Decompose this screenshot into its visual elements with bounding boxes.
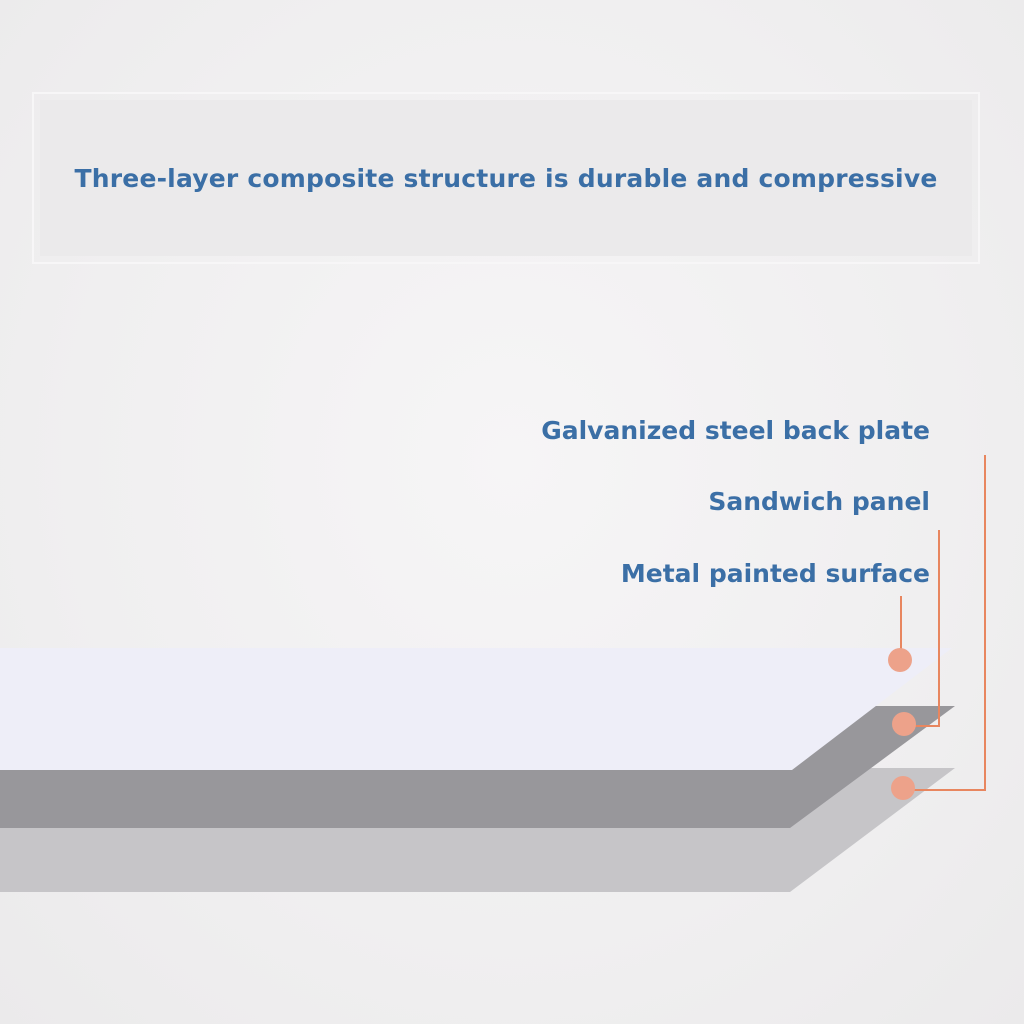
label-galvanized-steel: Galvanized steel back plate xyxy=(541,416,930,445)
marker-galvanized xyxy=(891,776,915,800)
label-metal-painted-surface: Metal painted surface xyxy=(620,559,930,588)
leader-line-sandwich xyxy=(905,530,940,727)
leader-line-galvanized xyxy=(905,455,986,791)
header-banner: Three-layer composite structure is durab… xyxy=(40,100,972,256)
header-title: Three-layer composite structure is durab… xyxy=(74,163,938,193)
header-frame xyxy=(32,92,980,264)
marker-metal-surface xyxy=(888,648,912,672)
metal-painted-surface-layer xyxy=(0,648,952,770)
label-sandwich-panel: Sandwich panel xyxy=(708,487,930,516)
marker-sandwich xyxy=(892,712,916,736)
